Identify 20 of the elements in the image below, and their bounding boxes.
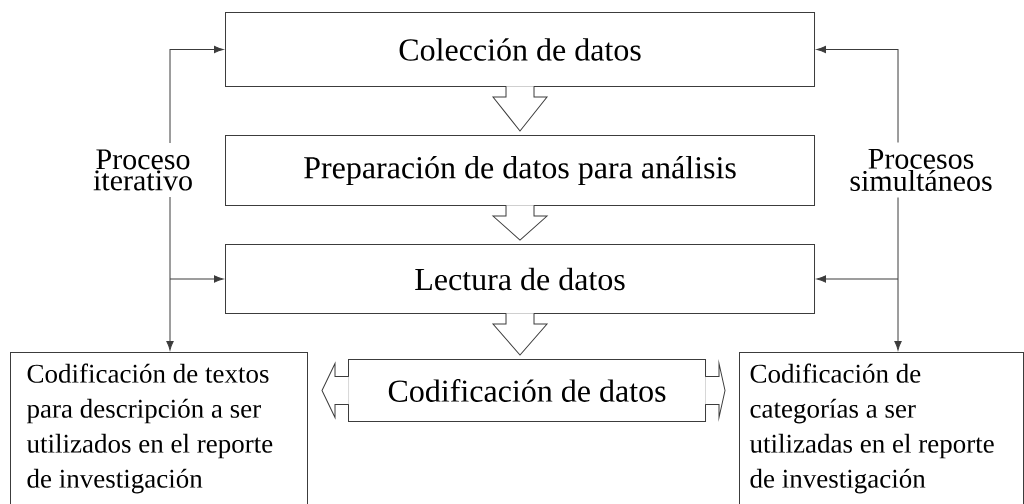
block-arrow <box>321 363 350 418</box>
side-label: Procesos simultáneos <box>850 148 992 192</box>
line <box>897 197 899 280</box>
arrow <box>169 275 224 283</box>
block-arrow <box>492 312 548 356</box>
arrow <box>816 275 899 283</box>
process-box: Preparación de datos para análisis <box>225 135 815 206</box>
arrow <box>169 45 224 144</box>
arrow <box>816 45 899 143</box>
text-box: Codificación de categorías a ser utilizadas en el reporte de investigación <box>739 352 1024 504</box>
side-label: Proceso iterativo <box>93 149 192 191</box>
text-box: Codificación de textos para descripción a ser utilizados en el reporte de investigación <box>10 352 308 504</box>
arrow <box>166 278 174 351</box>
block-arrow <box>492 85 548 132</box>
block-arrow <box>492 204 548 241</box>
line <box>169 196 171 280</box>
process-box: Codificación de datos <box>348 359 706 422</box>
arrow <box>894 278 902 351</box>
process-box: Lectura de datos <box>225 244 815 314</box>
process-box: Colección de datos <box>225 12 815 87</box>
